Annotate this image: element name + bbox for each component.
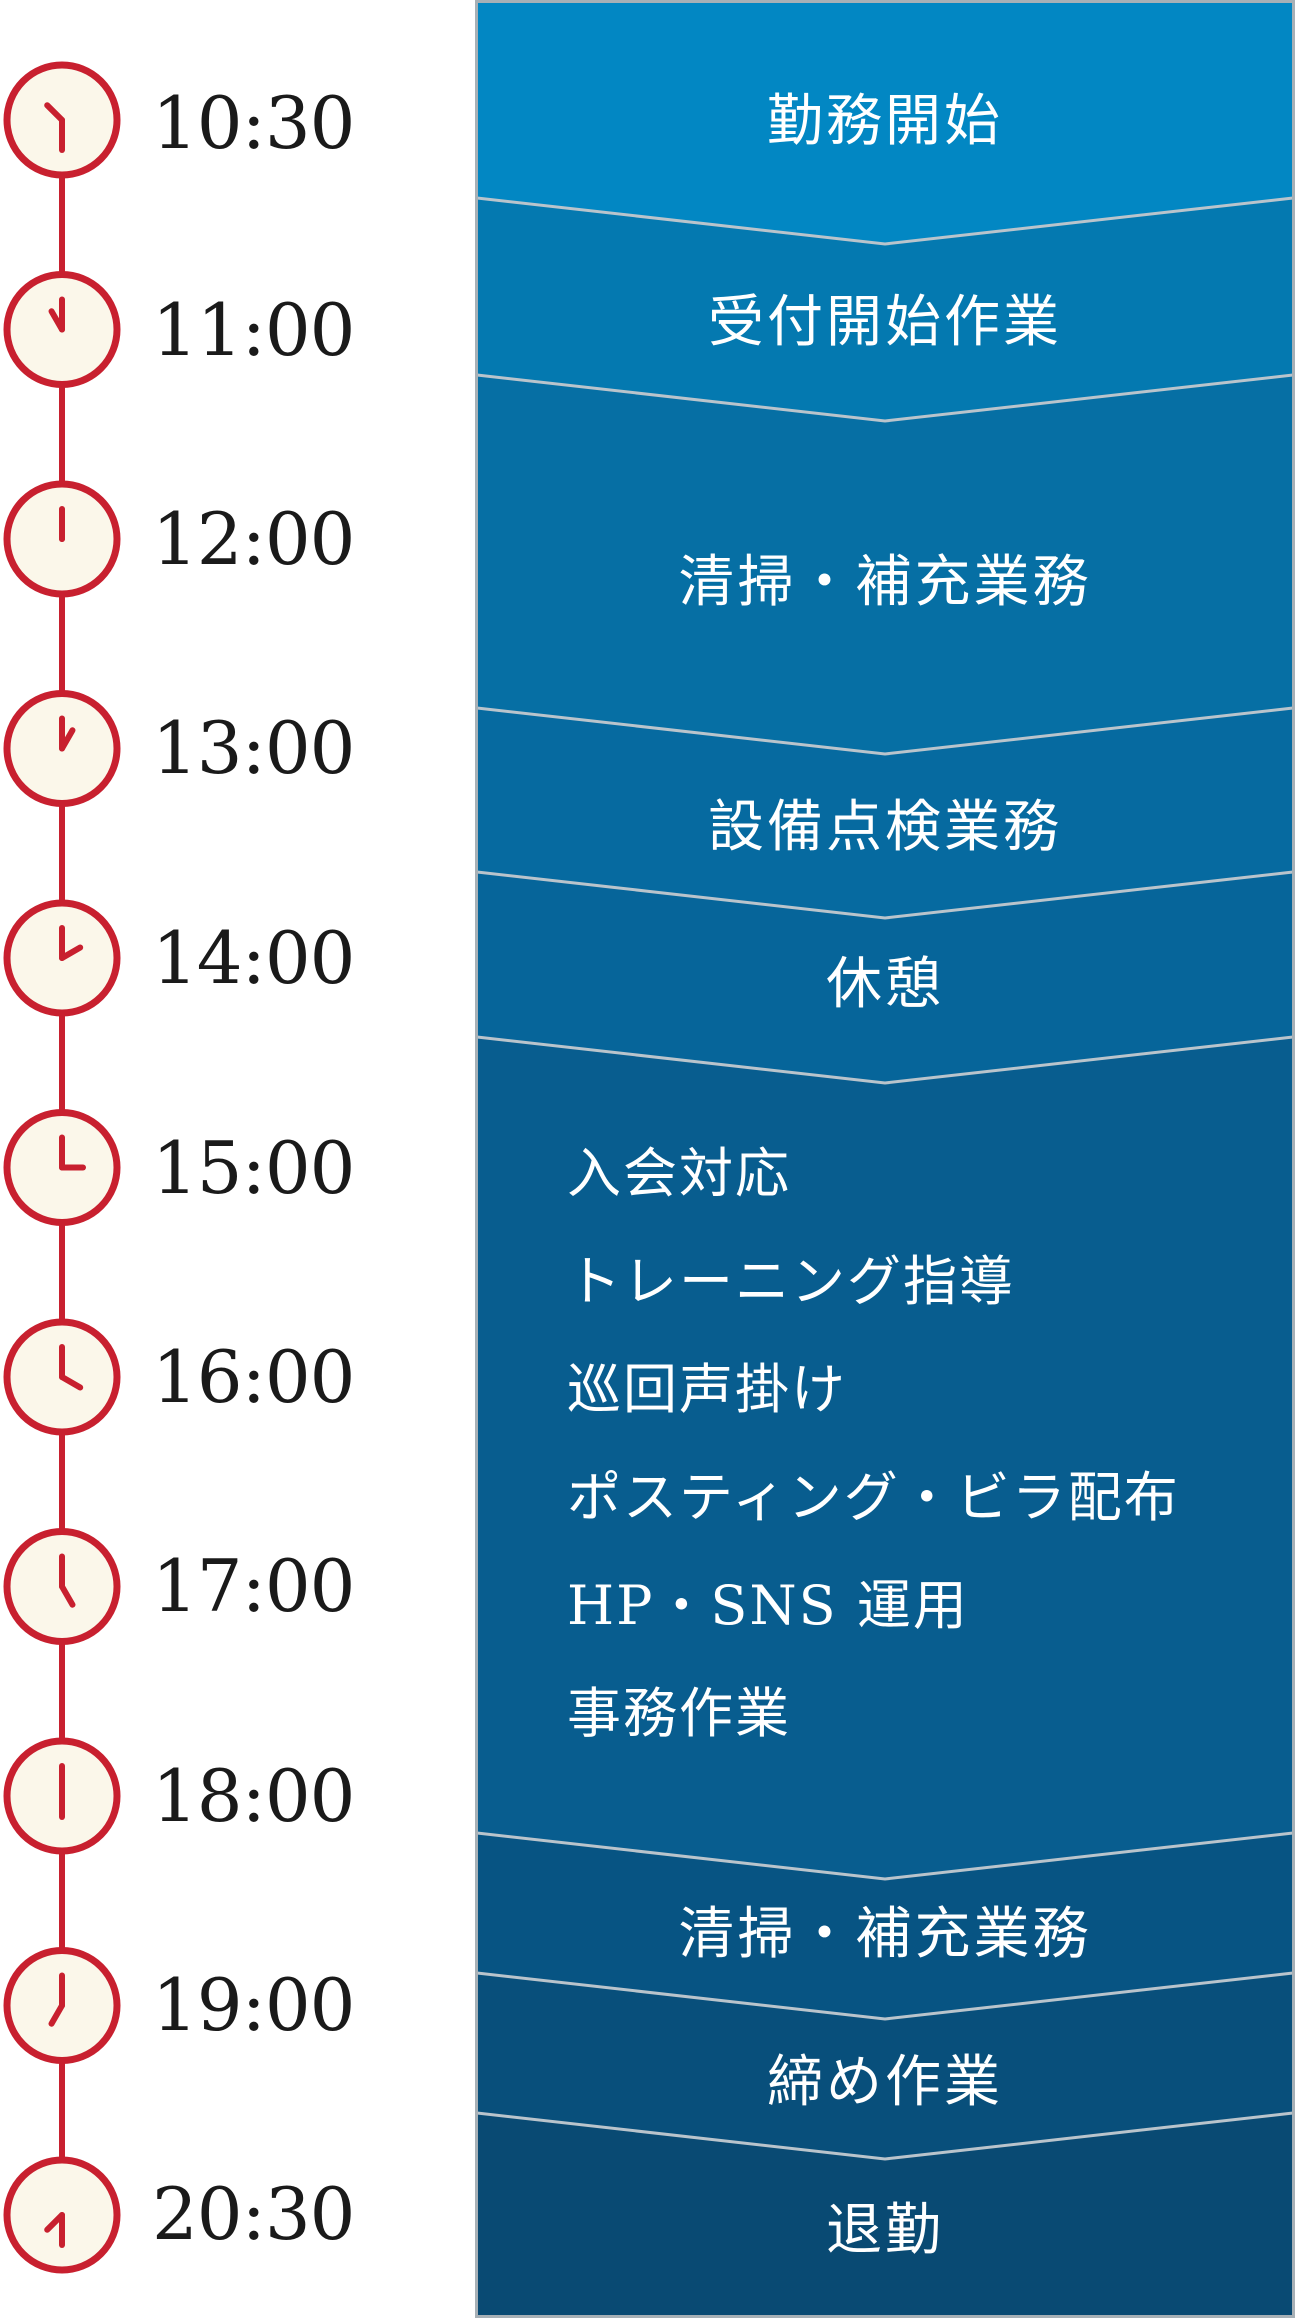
timeline-track: [3, 61, 121, 2274]
clock-icon: [3, 61, 121, 179]
schedule-block: [477, 2113, 1293, 2316]
step-label-cleaning-2: 清掃・補充業務: [678, 1902, 1092, 1967]
time-label-10: 19:00: [152, 1963, 355, 2047]
clock-icon: [3, 1528, 121, 1645]
schedule-block: [477, 1037, 1293, 1879]
clock-hour-hand: [59, 1374, 84, 1391]
time-label-5: 14:00: [152, 916, 355, 1000]
clock-icon: [3, 690, 121, 807]
time-label-9: 18:00: [152, 1754, 355, 1838]
schedule-separator: [476, 1971, 1294, 2021]
step-label-break: 休憩: [826, 952, 944, 1017]
schedule-border: [475, 0, 1295, 2318]
schedule-separator: [476, 706, 1294, 756]
step-label-leave-work: 退勤: [826, 2198, 944, 2263]
schedule-separator: [476, 1035, 1294, 1085]
time-label-3: 12:00: [152, 497, 355, 581]
time-label-6: 15:00: [152, 1126, 355, 1210]
clock-icon: [3, 1947, 121, 2064]
schedule-separator: [476, 2111, 1294, 2161]
task-item: トレーニング指導: [567, 1250, 1015, 1313]
step-label-start-work: 勤務開始: [767, 89, 1003, 154]
schedule-separator: [476, 196, 1294, 246]
clock-icon: [3, 1318, 121, 1436]
schedule-block: [477, 872, 1293, 1083]
task-item: 事務作業: [567, 1682, 791, 1745]
clock-icon: [3, 1737, 121, 1855]
task-item: 巡回声掛け: [567, 1358, 847, 1421]
step-label-closing-work: 締め作業: [767, 2050, 1003, 2115]
time-label-2: 11:00: [152, 288, 355, 372]
clock-hour-hand: [59, 944, 84, 961]
time-label-7: 16:00: [152, 1335, 355, 1419]
schedule-separator: [476, 1831, 1294, 1881]
schedule-chevrons: [475, 0, 1295, 2318]
step-label-equipment-check: 設備点検業務: [708, 795, 1062, 860]
schedule-block: [477, 2, 1293, 244]
schedule-separator: [476, 373, 1294, 423]
clock-icon: [3, 480, 121, 598]
schedule-block: [477, 375, 1293, 754]
clock-hour-hand: [44, 2212, 65, 2233]
time-label-4: 13:00: [152, 706, 355, 790]
schedule-separator: [476, 870, 1294, 920]
step-label-cleaning: 清掃・補充業務: [678, 550, 1092, 615]
schedule-block: [477, 1973, 1293, 2159]
time-label-11: 20:30: [152, 2172, 355, 2256]
clock-hour-hand: [48, 2002, 65, 2027]
step-label-reception-opening: 受付開始作業: [708, 290, 1062, 355]
clock-hour-hand: [59, 1583, 76, 1608]
clock-hour-hand: [44, 102, 65, 123]
schedule-block: [477, 1833, 1293, 2019]
schedule-block: [477, 708, 1293, 918]
time-label-1: 10:30: [152, 81, 355, 165]
time-label-8: 17:00: [152, 1544, 355, 1628]
clock-icon: [3, 899, 121, 1017]
clock-hour-hand: [48, 308, 65, 333]
schedule-flow: 勤務開始 受付開始作業 清掃・補充業務 設備点検業務 休憩 入会対応 トレーニン…: [475, 0, 1295, 2318]
clock-hour-hand: [59, 727, 76, 752]
clock-icon: [3, 1109, 121, 1226]
timeline: 10:30 11:00 12:00 13:00 14:00 15:00 16:0…: [0, 0, 470, 2318]
clock-icon: [3, 2156, 121, 2274]
clock-icon: [3, 271, 121, 388]
task-item: HP・SNS 運用: [567, 1574, 969, 1637]
task-item: 入会対応: [567, 1142, 791, 1205]
schedule-block: [477, 198, 1293, 421]
task-list: 入会対応 トレーニング指導 巡回声掛け ポスティング・ビラ配布 HP・SNS 運…: [567, 1140, 1180, 1788]
task-item: ポスティング・ビラ配布: [567, 1466, 1180, 1529]
